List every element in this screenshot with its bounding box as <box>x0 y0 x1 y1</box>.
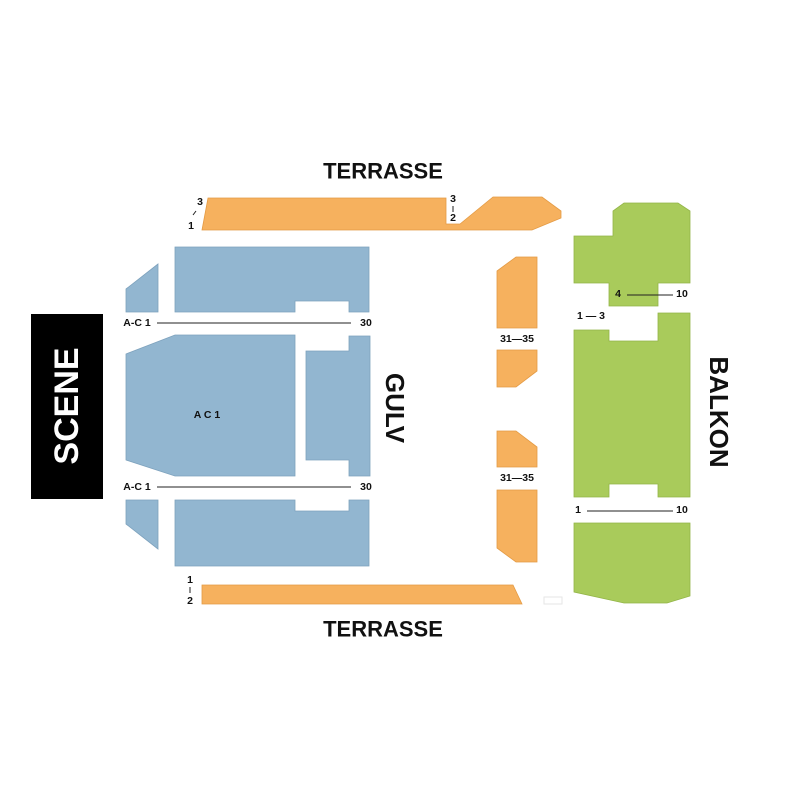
gulv-right-block[interactable] <box>305 335 371 477</box>
gulv-top-block[interactable] <box>174 246 370 313</box>
balkon-bottom-section[interactable] <box>573 522 691 604</box>
gulv-label: GULV <box>380 373 410 444</box>
small-marker-box <box>543 596 563 605</box>
terrasse-top-left-divider <box>192 210 197 216</box>
balkon-top-section[interactable] <box>573 202 691 307</box>
gulv-top-row-start: A-C 1 <box>123 317 151 329</box>
gulv-bottom-block[interactable] <box>174 499 370 567</box>
terrasse-bottom-label: TERRASSE <box>323 617 443 642</box>
stage-label: SCENE <box>48 347 86 464</box>
terrasse-top-right-seat-3: 3 <box>450 193 456 205</box>
side-upper-top-block[interactable] <box>496 256 538 329</box>
balkon-bottom-row-start: 1 <box>575 504 581 516</box>
side-lower-label: 31—35 <box>500 472 534 484</box>
stage: SCENE <box>31 314 103 499</box>
terrasse-top-section[interactable] <box>201 196 562 231</box>
terrasse-top-seat-1: 1 <box>188 220 194 232</box>
gulv-center-block[interactable] <box>125 334 296 477</box>
terrasse-bottom-section[interactable] <box>201 584 523 605</box>
terrasse-top-right-seat-2: 2 <box>450 212 456 224</box>
balkon-label: BALKON <box>704 356 734 467</box>
balkon-mid-label: 1 — 3 <box>577 310 605 322</box>
gulv-bottom-row-start: A-C 1 <box>123 481 151 493</box>
side-upper-label: 31—35 <box>500 333 534 345</box>
terrasse-top-label: TERRASSE <box>323 159 443 184</box>
balkon-top-row-end: 10 <box>676 288 688 300</box>
terrasse-bottom-seat-1: 1 <box>187 574 193 586</box>
gulv-center-label: A C 1 <box>194 409 221 421</box>
gulv-top-row-end: 30 <box>360 317 372 329</box>
balkon-top-row-start: 4 <box>615 288 621 300</box>
balkon-middle-section[interactable] <box>573 312 691 498</box>
gulv-bottom-wedge[interactable] <box>125 499 159 550</box>
gulv-bottom-row-end: 30 <box>360 481 372 493</box>
stage-block <box>31 314 103 499</box>
terrasse-top-seat-3: 3 <box>197 196 203 208</box>
gulv-top-wedge[interactable] <box>125 263 159 313</box>
balkon-bottom-row-end: 10 <box>676 504 688 516</box>
terrasse-bottom-seat-2: 2 <box>187 595 193 607</box>
side-upper-bottom-block[interactable] <box>496 349 538 388</box>
side-lower-top-block[interactable] <box>496 430 538 468</box>
side-lower-bottom-block[interactable] <box>496 489 538 563</box>
